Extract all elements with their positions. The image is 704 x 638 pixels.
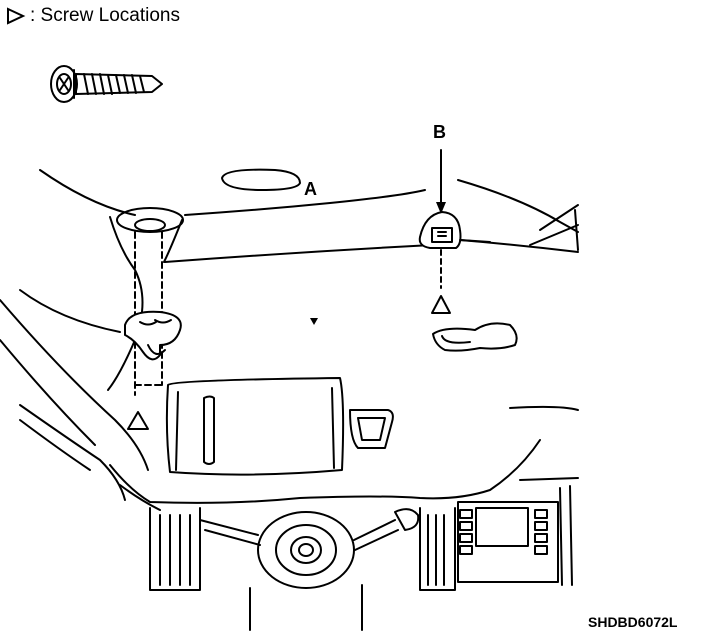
figure-code: SHDBD6072L	[588, 614, 678, 630]
headliner	[19, 169, 579, 333]
steering-wheel	[199, 508, 420, 631]
legend: : Screw Locations	[6, 4, 180, 28]
legend-text: : Screw Locations	[30, 5, 180, 26]
label-b: B	[433, 122, 446, 142]
dashboard	[19, 377, 579, 511]
pointer-mark	[310, 318, 318, 325]
label-a: A	[304, 179, 317, 199]
center-console	[149, 477, 579, 591]
screw-location-marker-right	[431, 295, 451, 314]
screw-location-marker-left	[127, 411, 149, 430]
screw-icon	[50, 65, 163, 103]
component-b	[418, 149, 579, 352]
triangle-pointer-icon	[7, 7, 26, 25]
left-pillar-trim	[0, 207, 184, 471]
map-lamp-opening	[221, 168, 301, 191]
